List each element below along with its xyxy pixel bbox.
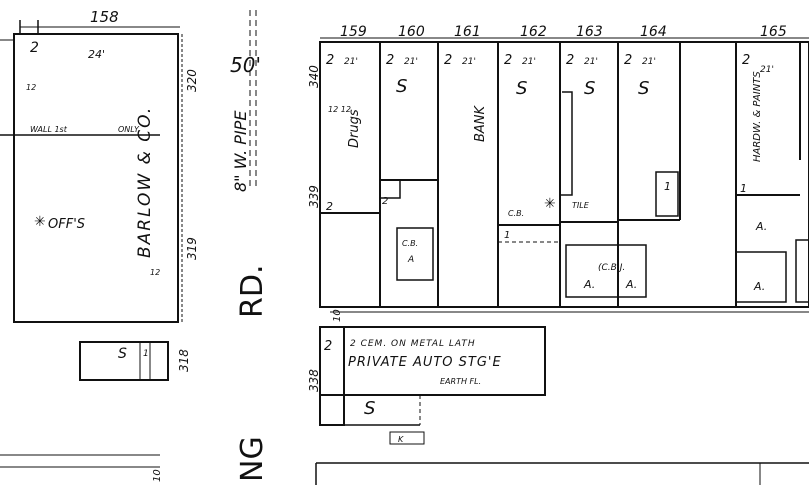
barlow-company-name: BARLOW & CO. [135, 106, 155, 258]
wall-note: WALL 1st [30, 125, 68, 134]
barlow-stories: 2 [30, 40, 39, 56]
street: 8" W. PIPE 50' RD. NG [230, 10, 270, 482]
use-bank: BANK [473, 104, 488, 142]
offices-star-icon: ✳ [34, 214, 46, 230]
stories-161: 2 [444, 53, 452, 68]
story-2-small: 2 [382, 196, 388, 207]
street-name-lower: NG [235, 436, 270, 482]
street-width: 50' [230, 53, 261, 77]
address-340: 340 [307, 65, 321, 88]
construction-note: 2 CEM. ON METAL LATH [350, 339, 476, 349]
auto-shed-163: A. [583, 278, 595, 291]
lot-number-158: 158 [90, 8, 119, 26]
shed-mark: 1' [143, 349, 151, 359]
auto-shed-160: A [407, 255, 414, 265]
address-318: 318 [177, 349, 191, 372]
use-drugs: Drugs [347, 109, 362, 148]
heights-159: 12 12 [328, 105, 351, 114]
tile-note: TILE [572, 201, 590, 210]
height-163: 21' [584, 57, 598, 67]
street-name-upper: RD. [235, 265, 270, 318]
barlow-building-outline [13, 33, 179, 323]
use-store-163: S [584, 78, 595, 99]
lot-number-159: 159 [340, 24, 367, 40]
stories-159: 2 [326, 53, 334, 68]
story-2-159: 2 [326, 200, 333, 213]
right-block: 159 160 161 162 163 164 165 340 339 2 21… [307, 24, 809, 308]
lot-10-right: 10 [332, 309, 343, 322]
auto-shed-164: A. [625, 278, 637, 291]
address-319: 319 [185, 237, 199, 260]
auto-storage-stories: 2 [324, 339, 332, 354]
stories-162: 2 [504, 53, 512, 68]
address-339: 339 [307, 185, 321, 208]
water-pipe-label: 8" W. PIPE [231, 110, 250, 192]
barlow-width: 24' [88, 48, 105, 61]
use-store-164: S [638, 78, 649, 99]
barlow-height-a: 12 [26, 83, 36, 92]
story-1-165: 1 [740, 182, 747, 195]
row-outline [319, 41, 809, 308]
kiosk-label: K [398, 435, 404, 444]
height-159: 21' [344, 57, 358, 67]
story-1-162: 1 [504, 230, 510, 241]
story-1-164: 1 [664, 180, 671, 193]
offices-label: OFF'S [48, 217, 85, 232]
only-note: ONLY [118, 125, 140, 134]
height-165: 21' [760, 65, 774, 75]
lot-number-162: 162 [520, 24, 547, 40]
barlow-height-b: 12 [150, 268, 160, 277]
lot-number-163: 163 [576, 24, 603, 40]
lower-block: 338 2 2 CEM. ON METAL LATH PRIVATE AUTO … [307, 309, 809, 485]
stories-160: 2 [386, 53, 394, 68]
use-hardware-paints: HARDW. & PAINTS [752, 71, 763, 162]
height-161: 21' [462, 57, 476, 67]
auto-shed-165: A. [753, 280, 765, 293]
lot-number-164: 164 [640, 24, 667, 40]
shed-label: S [118, 346, 127, 362]
lot-number-165: 165 [760, 24, 787, 40]
concrete-block-162: C.B. [508, 209, 524, 218]
address-320: 320 [185, 69, 199, 92]
concrete-block-shed: C.B. [402, 239, 418, 248]
left-block: 158 24' 2 12 WALL 1st ONLY OFF'S ✳ 12 S … [0, 8, 199, 482]
skylight-icon: ✳ [544, 196, 556, 212]
auto-storage-name: PRIVATE AUTO STG'E [348, 355, 502, 370]
use-store-162: S [516, 78, 527, 99]
concrete-block-j: (C.B.J. [598, 263, 625, 273]
address-338: 338 [307, 369, 321, 392]
earth-floor-note: EARTH FL. [440, 377, 481, 386]
lot-10-left: 10 [152, 469, 163, 482]
stories-163: 2 [566, 53, 574, 68]
auto-storage-shed: S [364, 398, 375, 419]
height-160: 21' [404, 57, 418, 67]
use-store-160: S [396, 76, 407, 97]
barlow-shed [79, 341, 169, 381]
height-162: 21' [522, 57, 536, 67]
height-164: 21' [642, 57, 656, 67]
lot-number-160: 160 [398, 24, 425, 40]
stories-165: 2 [742, 53, 750, 68]
lot-number-161: 161 [454, 24, 481, 40]
stories-164: 2 [624, 53, 632, 68]
auto-shed-165-upper: A. [755, 220, 767, 233]
